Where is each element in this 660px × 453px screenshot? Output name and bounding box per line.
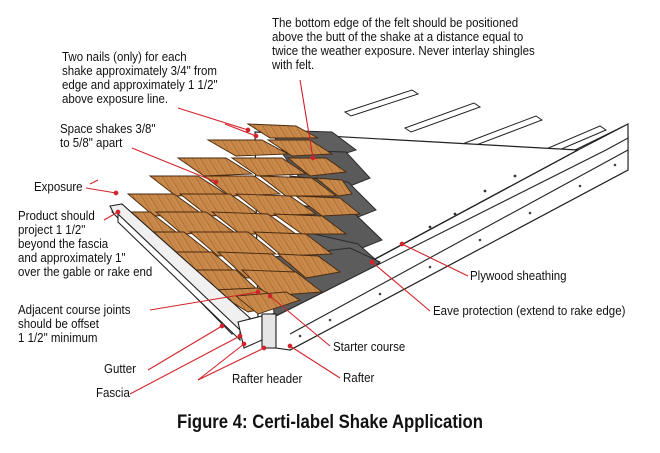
- leader-spacing: [131, 147, 217, 183]
- plywood-label: Plywood sheathing: [470, 269, 567, 283]
- rafter-end-block: [261, 313, 277, 349]
- rafter-1: [343, 89, 420, 117]
- leader-gutter: [147, 325, 223, 371]
- nails-label: Two nails (only) for each shake approxim…: [62, 50, 218, 106]
- rafter-3: [463, 115, 544, 148]
- starter-course: [234, 291, 302, 315]
- leader-rafter: [289, 345, 341, 379]
- leader-nails-b: [224, 123, 257, 137]
- rafter-header-board: [237, 315, 263, 349]
- exposure-label: Exposure: [34, 180, 83, 194]
- fascia-label: Fascia: [96, 386, 130, 400]
- starter-course-label: Starter course: [333, 340, 406, 354]
- leader-eave: [371, 261, 431, 312]
- leader-projection: [103, 211, 119, 221]
- felt-note-label: The bottom edge of the felt should be po…: [272, 16, 535, 72]
- leader-header-a: [197, 347, 265, 381]
- offset-label: Adjacent course joints should be offset …: [18, 303, 131, 345]
- eave-protection-label: Eave protection (extend to rake edge): [433, 304, 626, 318]
- leader-exposure: [85, 187, 117, 194]
- leader-exposure-tick: [89, 179, 99, 185]
- leader-fascia: [129, 335, 241, 395]
- leader-felt: [299, 79, 314, 159]
- fascia-board: [117, 212, 241, 342]
- projection-label: Product should project 1 1/2" beyond the…: [18, 209, 153, 279]
- figure-caption: Figure 4: Certi-label Shake Application: [177, 412, 483, 433]
- leader-offset: [149, 291, 259, 311]
- leader-lines: [85, 79, 469, 395]
- gutter-label: Gutter: [104, 362, 136, 376]
- leader-plywood: [401, 243, 469, 277]
- spacing-label: Space shakes 3/8" to 5/8" apart: [60, 122, 156, 150]
- leader-header-b: [197, 343, 245, 381]
- rafter-board: [275, 137, 629, 351]
- leader-starter: [269, 295, 331, 347]
- leader-nails-a: [177, 107, 249, 131]
- eave-structure: [109, 137, 629, 351]
- rafter-2: [403, 102, 482, 133]
- rafter-header-label: Rafter header: [232, 372, 303, 386]
- rafter-label: Rafter: [343, 371, 375, 385]
